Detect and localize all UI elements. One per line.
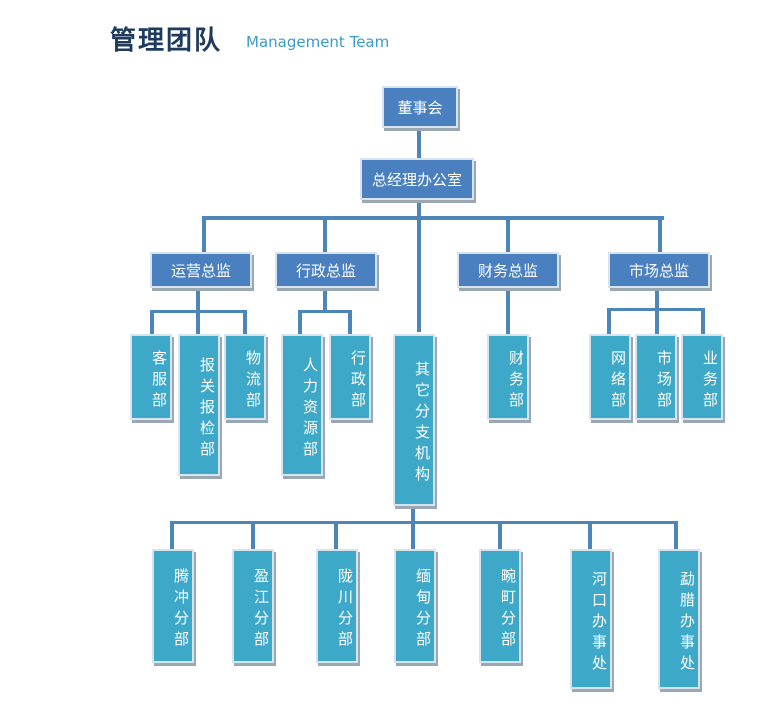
connector-gm-down bbox=[417, 200, 421, 220]
customer-dept-box: 客服部 bbox=[130, 334, 172, 420]
page-subtitle: Management Team bbox=[246, 33, 390, 51]
connector-branches-down bbox=[411, 506, 415, 524]
admin-director-box: 行政总监 bbox=[275, 252, 377, 288]
connector-director-bar bbox=[202, 216, 664, 220]
connector-tengchong bbox=[170, 521, 174, 549]
market-dept-box: 市场部 bbox=[635, 334, 677, 420]
connector-ops-drop bbox=[202, 216, 206, 252]
connector-market-down bbox=[655, 288, 659, 334]
connector-admin-bar bbox=[298, 310, 352, 313]
connector-board-gm bbox=[417, 128, 421, 158]
connector-longchuan bbox=[334, 521, 338, 549]
board-box: 董事会 bbox=[382, 86, 458, 128]
mengla-office-box: 勐腊办事处 bbox=[658, 549, 700, 689]
finance-director-box: 财务总监 bbox=[457, 252, 559, 288]
tengchong-branch-box: 腾冲分部 bbox=[152, 549, 194, 663]
hekou-office-box: 河口办事处 bbox=[570, 549, 612, 689]
connector-market-drop bbox=[658, 216, 662, 252]
gm-office-box: 总经理办公室 bbox=[360, 158, 474, 200]
finance-dept-box: 财务部 bbox=[487, 334, 529, 420]
customs-dept-box: 报关报检部 bbox=[178, 334, 220, 476]
yingjiang-branch-box: 盈江分部 bbox=[232, 549, 274, 663]
connector-wanding bbox=[498, 521, 502, 549]
connector-admin-dept bbox=[348, 310, 352, 334]
page-title: 管理团队 bbox=[110, 26, 223, 56]
logistics-dept-box: 物流部 bbox=[224, 334, 266, 420]
wanding-branch-box: 畹町分部 bbox=[479, 549, 521, 663]
connector-branch-bar bbox=[170, 521, 678, 524]
hr-dept-box: 人力资源部 bbox=[281, 334, 323, 476]
business-dept-box: 业务部 bbox=[681, 334, 723, 420]
market-director-box: 市场总监 bbox=[608, 252, 710, 288]
connector-admin-drop bbox=[323, 216, 327, 252]
connector-myanmar bbox=[411, 521, 415, 549]
connector-hr bbox=[298, 310, 302, 334]
connector-hekou bbox=[588, 521, 592, 549]
network-dept-box: 网络部 bbox=[589, 334, 631, 420]
connector-finance-down bbox=[506, 288, 510, 334]
connector-business bbox=[701, 308, 705, 334]
connector-finance-drop bbox=[506, 216, 510, 252]
connector-market-bar bbox=[607, 308, 705, 311]
connector-ops-bar bbox=[150, 310, 247, 313]
connector-branches-trunk bbox=[417, 216, 421, 332]
connector-admin-down bbox=[323, 288, 327, 312]
ops-director-box: 运营总监 bbox=[150, 252, 252, 288]
connector-customer bbox=[150, 310, 154, 334]
branches-dept-box: 其它分支机构 bbox=[393, 334, 435, 506]
connector-yingjiang bbox=[251, 521, 255, 549]
admin-dept-box: 行政部 bbox=[329, 334, 371, 420]
connector-mengla bbox=[674, 521, 678, 549]
connector-network bbox=[607, 308, 611, 334]
longchuan-branch-box: 陇川分部 bbox=[316, 549, 358, 663]
connector-logistics bbox=[243, 310, 247, 334]
myanmar-branch-box: 缅甸分部 bbox=[394, 549, 436, 663]
